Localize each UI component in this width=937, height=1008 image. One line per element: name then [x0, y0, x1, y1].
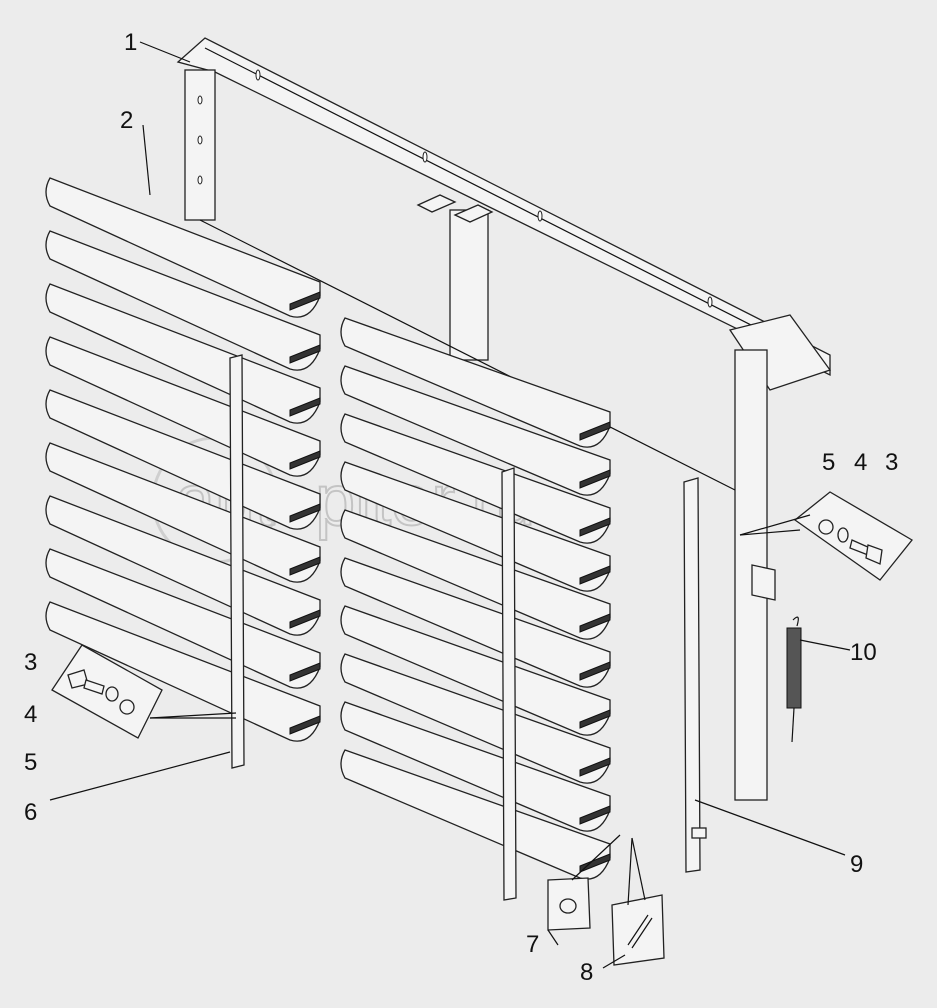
frame	[176, 37, 832, 801]
left-louver-panel	[45, 177, 321, 742]
louver-slat-edge	[579, 853, 611, 873]
louver-slat	[45, 230, 321, 371]
louver-slat	[45, 495, 321, 636]
spring-10	[786, 616, 802, 743]
louver-slat-edge	[579, 709, 611, 729]
callout-4-right: 4	[854, 449, 867, 476]
louver-slat-edge	[289, 662, 321, 682]
louver-slat	[45, 389, 321, 530]
callout-10: 10	[850, 639, 877, 666]
callout-4-left: 4	[24, 701, 37, 728]
louver-slat	[45, 548, 321, 689]
bar-6	[229, 354, 245, 769]
louver-slat	[45, 336, 321, 477]
louver-slat-edge	[289, 450, 321, 470]
louver-slat	[340, 653, 611, 784]
bar-middle	[501, 467, 517, 901]
callout-9: 9	[850, 851, 863, 878]
louver-slat	[45, 601, 321, 742]
callout-8: 8	[580, 959, 593, 986]
louver-slat	[340, 317, 611, 448]
louver-slat	[45, 283, 321, 424]
louver-slat	[340, 461, 611, 592]
louver-slat	[340, 557, 611, 688]
callout-7: 7	[526, 931, 539, 958]
bar-9	[683, 477, 707, 873]
louver-slat-edge	[289, 344, 321, 364]
louver-slat	[340, 509, 611, 640]
louver-slat-edge	[289, 397, 321, 417]
louver-slat-edge	[289, 503, 321, 523]
washer-callout-7	[547, 834, 621, 931]
louver-slat-edge	[579, 757, 611, 777]
leader-lines	[49, 41, 851, 969]
callout-1: 1	[124, 29, 137, 56]
louver-slat-edge	[579, 805, 611, 825]
louver-slat-edge	[579, 517, 611, 537]
callout-5-left: 5	[24, 749, 37, 776]
louver-slat-edge	[579, 469, 611, 489]
louver-slat	[340, 413, 611, 544]
callout-6: 6	[24, 799, 37, 826]
louver-slat	[45, 442, 321, 583]
right-louver-panel	[340, 317, 611, 880]
louver-slat-edge	[289, 715, 321, 735]
callout-3-right: 3	[885, 449, 898, 476]
pin-callout-8	[611, 837, 665, 966]
louver-slat	[340, 605, 611, 736]
callout-3-left: 3	[24, 649, 37, 676]
right-fastener-callout	[739, 491, 913, 581]
louver-slat	[340, 365, 611, 496]
louver-slat-edge	[289, 291, 321, 311]
callout-2: 2	[120, 107, 133, 134]
louver-slat-edge	[579, 421, 611, 441]
louver-slat-edge	[579, 613, 611, 633]
louver-slat-edge	[579, 661, 611, 681]
left-fastener-callout	[51, 644, 237, 739]
louver-slat-edge	[579, 565, 611, 585]
louver-slat	[340, 701, 611, 832]
louver-slat	[45, 177, 321, 318]
louver-slat-edge	[289, 609, 321, 629]
louver-slat-edge	[289, 556, 321, 576]
callout-5-right: 5	[822, 449, 835, 476]
